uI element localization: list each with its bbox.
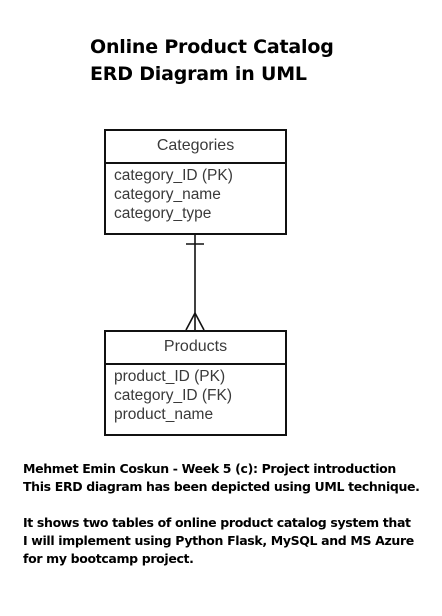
entity-categories-attributes: category_ID (PK) category_name category_… [106,164,285,223]
title-line-1: Online Product Catalog [90,36,334,58]
attribute-category-type: category_type [114,205,212,222]
entity-categories-name: Categories [106,131,285,164]
attribute-product-category-id: category_ID (FK) [114,387,233,404]
description-line-5: for my bootcamp project. [23,551,194,566]
entity-products: Products product_ID (PK) category_ID (FK… [104,330,287,436]
many-crowfoot-left [185,312,196,331]
description-line-4: I will implement using Python Flask, MyS… [23,533,414,548]
description-spacer [23,496,433,514]
entity-products-attributes: product_ID (PK) category_ID (FK) product… [106,365,285,424]
description-line-1: Mehmet Emin Coskun - Week 5 (c): Project… [23,461,396,476]
entity-products-name: Products [106,332,285,365]
attribute-category-id: category_ID (PK) [114,167,233,184]
description-text: Mehmet Emin Coskun - Week 5 (c): Project… [23,460,433,568]
description-line-2: This ERD diagram has been depicted using… [23,479,420,494]
diagram-title: Online Product Catalog ERD Diagram in UM… [90,34,334,88]
description-line-3: It shows two tables of online product ca… [23,515,411,530]
many-crowfoot-right [194,312,205,331]
attribute-product-name: product_name [114,406,214,423]
attribute-product-id: product_ID (PK) [114,368,226,385]
title-line-2: ERD Diagram in UML [90,63,307,85]
attribute-category-name: category_name [114,186,221,203]
entity-categories: Categories category_ID (PK) category_nam… [104,129,287,235]
